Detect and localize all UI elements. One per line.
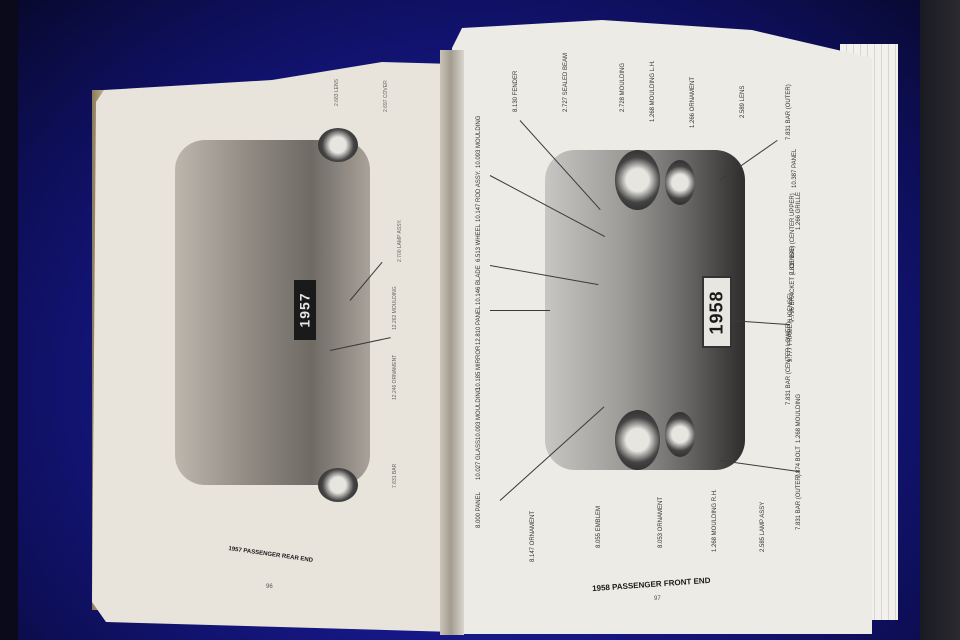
part-label: 10.027 GLASS (476, 439, 482, 480)
part-label: 10.147 ROD ASSY. (476, 170, 482, 222)
part-label: 7.831 BAR (OUTER) (786, 84, 792, 140)
part-label: 8.147 ORNAMENT (530, 510, 536, 562)
part-label: 8.055 EMBLEM (596, 505, 602, 548)
part-label: 7.831 BAR (392, 463, 398, 488)
part-label: 12.810 PANEL (476, 305, 482, 345)
part-label: 8.000 PANEL (476, 492, 482, 528)
left-page-number: 96 (266, 584, 273, 590)
headlights-top (615, 150, 660, 210)
right-page-number: 97 (654, 596, 661, 602)
part-label: 1.268 MOULDING R.H. (712, 489, 718, 552)
part-label: 6.513 WHEEL (476, 223, 482, 262)
license-plate-1958: 1958 (702, 276, 732, 348)
part-label: 10.387 PANEL (792, 148, 798, 188)
book-gutter (440, 50, 464, 635)
headlights-inner-top (665, 160, 695, 205)
part-label: 1.268 MOULDING L.H. (650, 60, 656, 122)
dark-background-edge (920, 0, 960, 640)
part-label: 2.589 LENS (740, 85, 746, 118)
part-label: 2.585 LAMP ASSY (760, 501, 766, 552)
part-label: 7.831 BAR (CENTER LOWER) (786, 321, 792, 405)
part-label: 12.262 MOULDING (392, 286, 398, 330)
part-label: 1.266 ORNAMENT (690, 76, 696, 128)
part-label: 2.683 LENS (334, 79, 340, 106)
part-label: 2.697 COVER (383, 80, 389, 112)
part-label: 8.053 ORNAMENT (658, 496, 664, 548)
part-label: 12.246 ORNAMENT (392, 354, 398, 400)
part-label: 7.831 BAR (OUTER) (796, 474, 802, 530)
part-label: 2.727 SEALED BEAM (563, 52, 569, 112)
part-label: 8.130 FENDER (513, 70, 519, 112)
part-label: 10.093 MOULDING (476, 115, 482, 168)
headlights-inner-bottom (665, 412, 695, 457)
license-plate-1957: 1957 (294, 280, 316, 340)
part-label: 10.185 MIRROR (476, 345, 482, 390)
rear-car-illustration (175, 140, 370, 485)
part-label: 1.268 MOULDING (796, 393, 802, 443)
part-label: 10.093 MOULDING (476, 387, 482, 440)
part-label: 1.266 GRILLE (796, 191, 802, 230)
rear-lamp-top (318, 128, 358, 162)
part-label: 2.728 MOULDING (620, 62, 626, 112)
rear-lamp-bottom (318, 468, 358, 502)
leader-line (490, 310, 550, 311)
part-label: 10.146 BLADE (476, 265, 482, 305)
headlights-bottom (615, 410, 660, 470)
part-label: 2.700 LAMP ASSY. (397, 219, 403, 262)
